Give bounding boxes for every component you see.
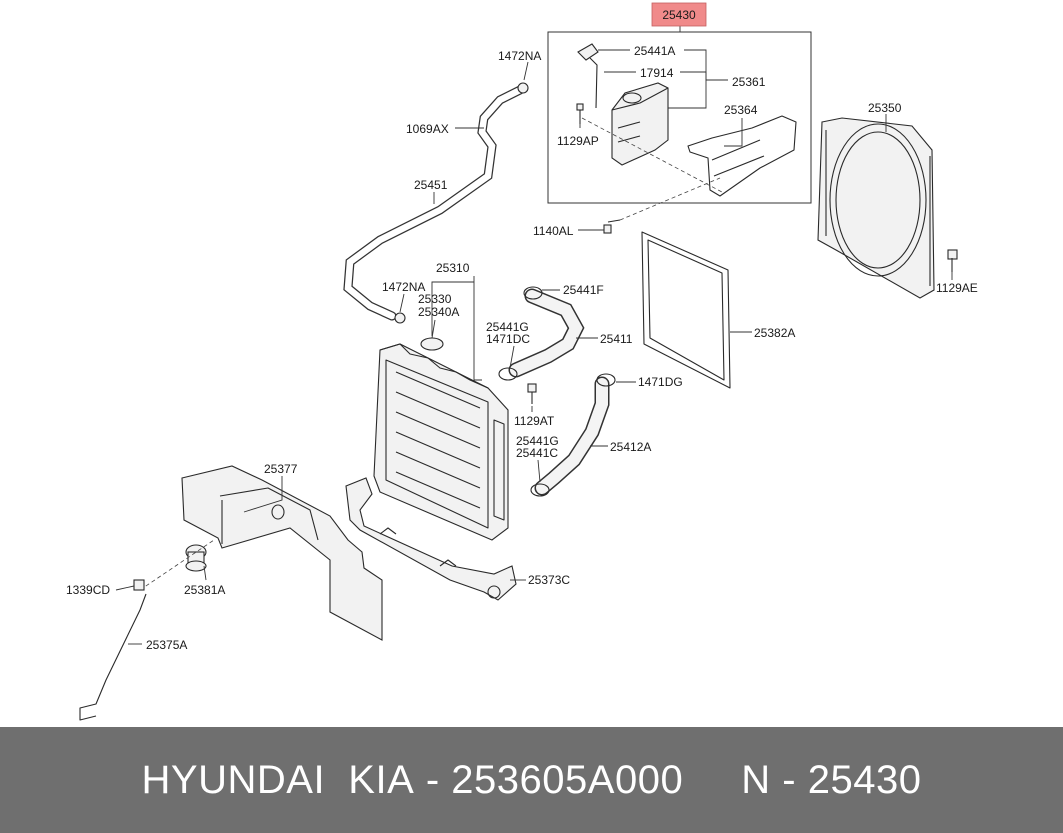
overflow-hose xyxy=(589,57,598,109)
callout-25441f[interactable]: 25441F xyxy=(563,283,604,297)
callout-1129at[interactable]: 1129AT xyxy=(514,414,555,428)
footer-ref-number: 25430 xyxy=(807,757,922,802)
callout-1140al[interactable]: 1140AL xyxy=(533,224,574,238)
reservoir-bracket xyxy=(687,115,797,197)
leader-lines xyxy=(115,49,953,645)
callout-25310[interactable]: 25310 xyxy=(436,261,470,275)
clamp-25441g-upper xyxy=(498,367,518,381)
callout-25441g-upper[interactable]: 25441G xyxy=(486,320,529,334)
callout-17914[interactable]: 17914 xyxy=(640,66,674,80)
callout-1472na-mid[interactable]: 1472NA xyxy=(382,280,425,294)
footer-n-label: N xyxy=(741,757,771,802)
radiator xyxy=(373,337,509,541)
callout-25364[interactable]: 25364 xyxy=(724,103,758,117)
callout-25361[interactable]: 25361 xyxy=(732,75,766,89)
callout-1129ae[interactable]: 1129AE xyxy=(936,281,978,295)
clamp-25441c xyxy=(530,483,550,497)
callout-25451[interactable]: 25451 xyxy=(414,178,448,192)
callout-25340a[interactable]: 25340A xyxy=(418,305,459,319)
callout-25441c[interactable]: 25441C xyxy=(516,446,558,460)
footer-separator-2: - xyxy=(770,757,808,802)
callout-25350[interactable]: 25350 xyxy=(868,101,902,115)
footer-part-number: 253605A000 xyxy=(451,757,684,802)
callout-1339cd[interactable]: 1339CD xyxy=(66,583,110,597)
callout-25411[interactable]: 25411 xyxy=(600,332,633,346)
callout-1471dg[interactable]: 1471DG xyxy=(638,375,683,389)
callout-1129ap[interactable]: 1129AP xyxy=(557,134,599,148)
callout-25375a[interactable]: 25375A xyxy=(146,638,187,652)
footer-gap xyxy=(683,758,741,803)
callout-1472na-top[interactable]: 1472NA xyxy=(498,49,541,63)
clamp-25441f xyxy=(523,286,543,300)
callout-25441a[interactable]: 25441A xyxy=(634,44,675,58)
clamp-1472na-mid xyxy=(394,312,406,324)
bolt-1339cd xyxy=(133,579,145,591)
callout-25377[interactable]: 25377 xyxy=(264,462,298,476)
footer-brand: HYUNDAI KIA xyxy=(141,757,415,802)
reservoir-cap xyxy=(577,43,599,61)
callout-25381a[interactable]: 25381A xyxy=(184,583,225,597)
callout-1471dc[interactable]: 1471DC xyxy=(486,332,530,346)
fan-guard-panel xyxy=(181,465,383,641)
bolt-1129ae xyxy=(947,249,958,272)
callout-25382a[interactable]: 25382A xyxy=(754,326,795,340)
radiator-support-rail xyxy=(345,477,517,601)
callout-25373c[interactable]: 25373C xyxy=(528,573,570,587)
bolt-1140al xyxy=(603,219,621,234)
callout-25412a[interactable]: 25412A xyxy=(610,440,651,454)
highlight-box xyxy=(651,2,707,27)
parts-diagram: 25430 xyxy=(66,2,978,721)
callout-25430[interactable]: 25430 xyxy=(662,8,696,22)
callout-25441g-lower[interactable]: 25441G xyxy=(516,434,559,448)
callout-25330[interactable]: 25330 xyxy=(418,292,452,306)
part-number-footer: HYUNDAI KIA - 253605A000 N - 25430 xyxy=(0,727,1063,833)
grommet-25381a xyxy=(185,544,207,572)
radiator-seal xyxy=(641,231,731,389)
callout-1069ax[interactable]: 1069AX xyxy=(406,122,449,136)
footer-separator-1: - xyxy=(414,757,452,802)
stay-rod xyxy=(79,593,147,721)
clamp-1471dg xyxy=(596,373,616,387)
reservoir-assembly-frame xyxy=(547,31,812,204)
bolt-1129at xyxy=(527,383,537,404)
fan-shroud xyxy=(817,117,935,299)
clamp-1472na-top xyxy=(517,82,529,94)
reservoir-tank xyxy=(611,82,669,166)
